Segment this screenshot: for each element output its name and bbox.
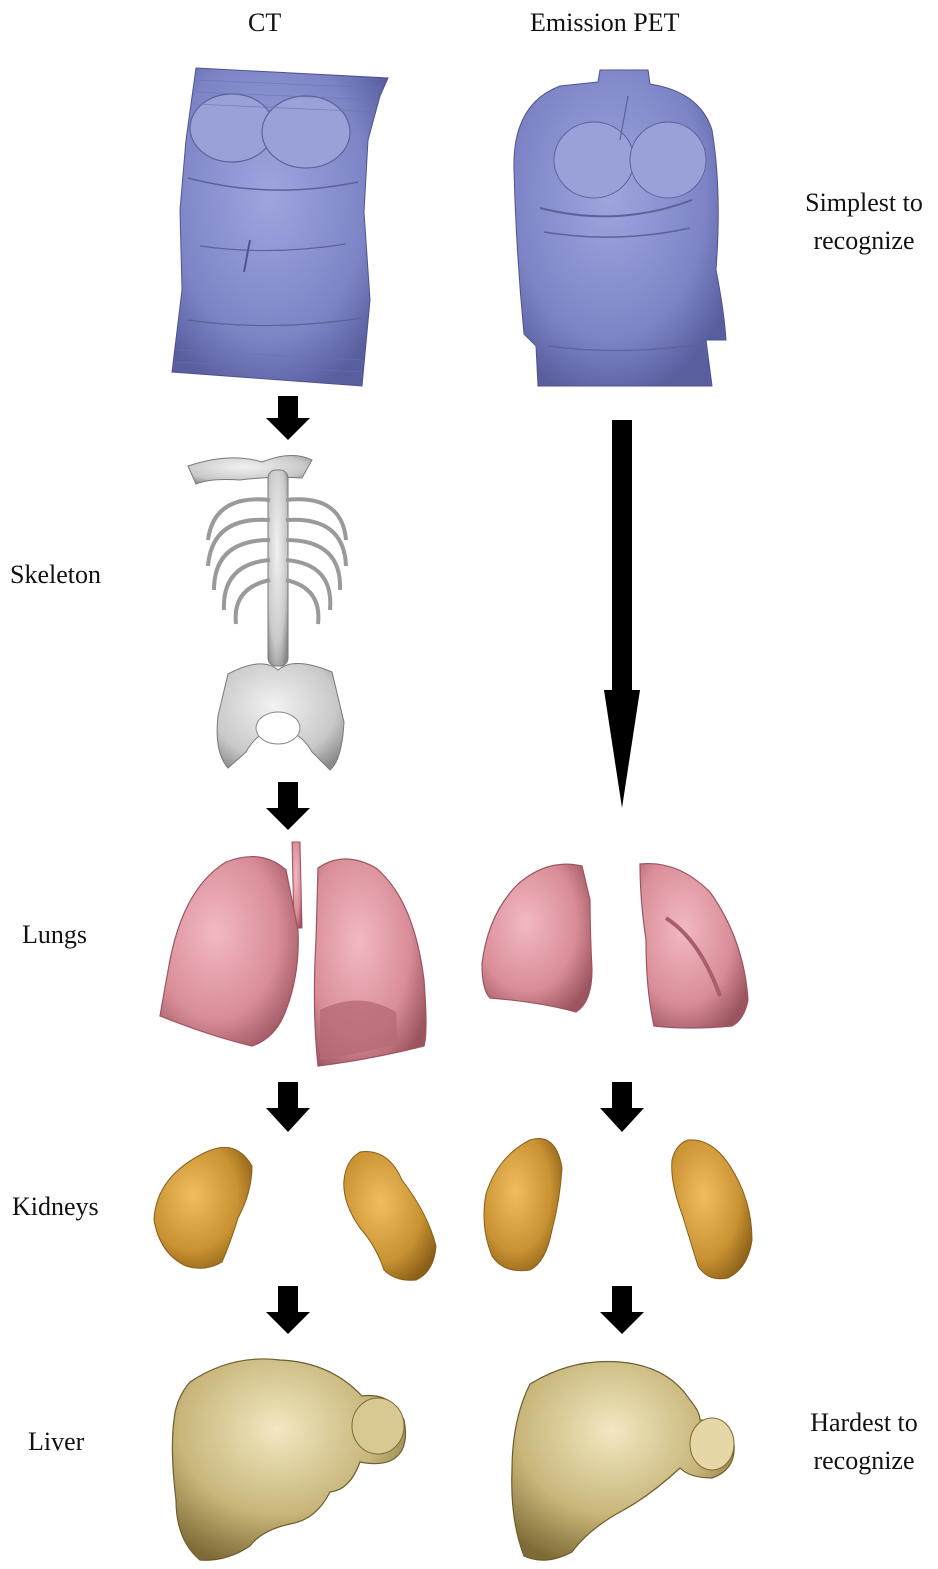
arrow-pet-body-to-lungs bbox=[604, 420, 640, 808]
pet-lungs bbox=[482, 864, 748, 1028]
arrow-ct-body-to-skeleton bbox=[266, 396, 310, 440]
ct-kidneys bbox=[154, 1147, 436, 1280]
ct-skeleton bbox=[188, 455, 346, 770]
arrow-ct-skeleton-to-lungs bbox=[266, 782, 310, 830]
ct-liver bbox=[172, 1359, 405, 1560]
arrow-ct-kidneys-to-liver bbox=[266, 1286, 310, 1334]
arrow-pet-lungs-to-kidneys bbox=[600, 1082, 644, 1132]
pet-kidneys bbox=[484, 1139, 752, 1279]
pet-liver bbox=[512, 1361, 734, 1560]
arrow-ct-lungs-to-kidneys bbox=[266, 1082, 310, 1132]
pet-body-surface bbox=[514, 70, 726, 386]
ct-body-surface bbox=[172, 68, 388, 386]
ct-lungs bbox=[160, 842, 426, 1066]
arrow-pet-kidneys-to-liver bbox=[600, 1286, 644, 1334]
